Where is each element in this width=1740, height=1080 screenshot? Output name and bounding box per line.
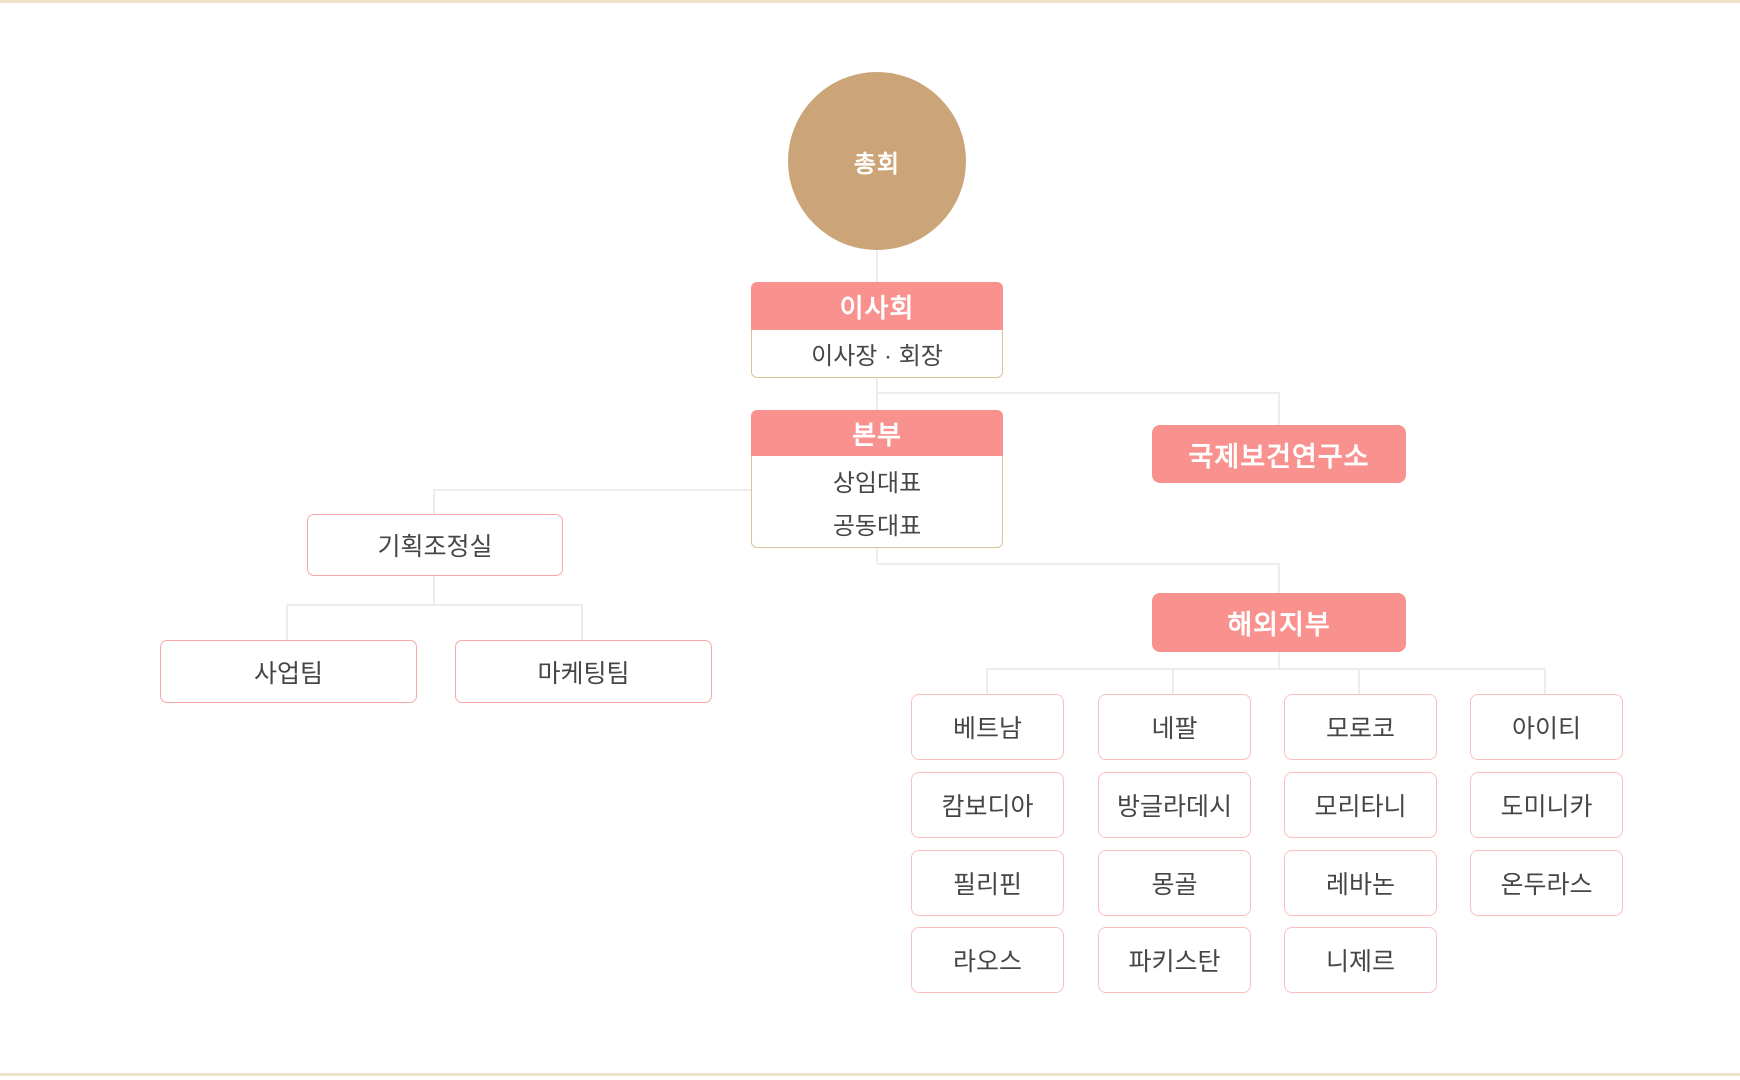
node-country-cambodia: 캄보디아	[911, 772, 1064, 838]
page-top-border	[0, 0, 1740, 3]
node-headquarters-title: 본부	[751, 410, 1003, 456]
node-board-subtitle: 이사장 · 회장	[751, 330, 1003, 378]
page-bottom-border	[0, 1073, 1740, 1076]
node-country-morocco: 모로코	[1284, 694, 1437, 760]
node-country-vietnam: 베트남	[911, 694, 1064, 760]
node-headquarters-members: 상임대표 공동대표	[751, 456, 1003, 548]
connector-drop-institute	[1278, 392, 1280, 425]
node-board: 이사회 이사장 · 회장	[751, 282, 1003, 378]
node-overseas-branches: 해외지부	[1152, 593, 1406, 652]
connector-drop-team-2	[581, 604, 583, 640]
node-country-honduras: 온두라스	[1470, 850, 1623, 916]
node-team-marketing-label: 마케팅팀	[537, 659, 630, 688]
connector-drop-col-4	[1544, 668, 1546, 694]
node-headquarters-member-2: 공동대표	[832, 512, 922, 540]
node-general-assembly-label: 총회	[853, 150, 901, 178]
connector-teams-bus	[286, 604, 583, 606]
node-team-business: 사업팀	[160, 640, 417, 703]
node-country-haiti: 아이티	[1470, 694, 1623, 760]
node-headquarters-member-1: 상임대표	[832, 469, 922, 497]
node-country-laos: 라오스	[911, 927, 1064, 993]
connector-drop-planning	[433, 489, 435, 514]
connector-branch-to-institute	[877, 392, 1280, 394]
node-country-dominica: 도미니카	[1470, 772, 1623, 838]
connector-hq-to-overseas	[877, 563, 1280, 565]
connector-drop-col-3	[1358, 668, 1360, 694]
connector-hq-to-planning	[434, 489, 751, 491]
connector-drop-team-1	[286, 604, 288, 640]
connector-overseas-down	[1278, 652, 1280, 668]
node-country-mauritania: 모리타니	[1284, 772, 1437, 838]
node-headquarters: 본부 상임대표 공동대표	[751, 410, 1003, 548]
node-research-institute-label: 국제보건연구소	[1188, 441, 1370, 472]
node-research-institute: 국제보건연구소	[1152, 425, 1406, 483]
node-country-lebanon: 레바논	[1284, 850, 1437, 916]
node-country-niger: 니제르	[1284, 927, 1437, 993]
node-country-pakistan: 파키스탄	[1098, 927, 1251, 993]
connector-planning-down	[433, 574, 435, 604]
connector-hq-down	[876, 548, 878, 563]
node-country-bangladesh: 방글라데시	[1098, 772, 1251, 838]
node-country-philippines: 필리핀	[911, 850, 1064, 916]
connector-drop-col-2	[1172, 668, 1174, 694]
connector-drop-overseas	[1278, 563, 1280, 593]
node-country-nepal: 네팔	[1098, 694, 1251, 760]
node-team-business-label: 사업팀	[253, 659, 323, 688]
connector-drop-col-1	[986, 668, 988, 694]
connector-root-to-board	[876, 250, 878, 282]
node-general-assembly: 총회	[788, 72, 966, 250]
node-country-mongolia: 몽골	[1098, 850, 1251, 916]
node-planning-office-label: 기획조정실	[377, 533, 493, 561]
node-planning-office: 기획조정실	[307, 514, 563, 576]
node-overseas-branches-label: 해외지부	[1227, 610, 1331, 640]
connector-board-to-hq	[876, 378, 878, 410]
connector-countries-bus	[986, 668, 1546, 670]
node-board-title: 이사회	[751, 282, 1003, 330]
node-team-marketing: 마케팅팀	[455, 640, 712, 703]
